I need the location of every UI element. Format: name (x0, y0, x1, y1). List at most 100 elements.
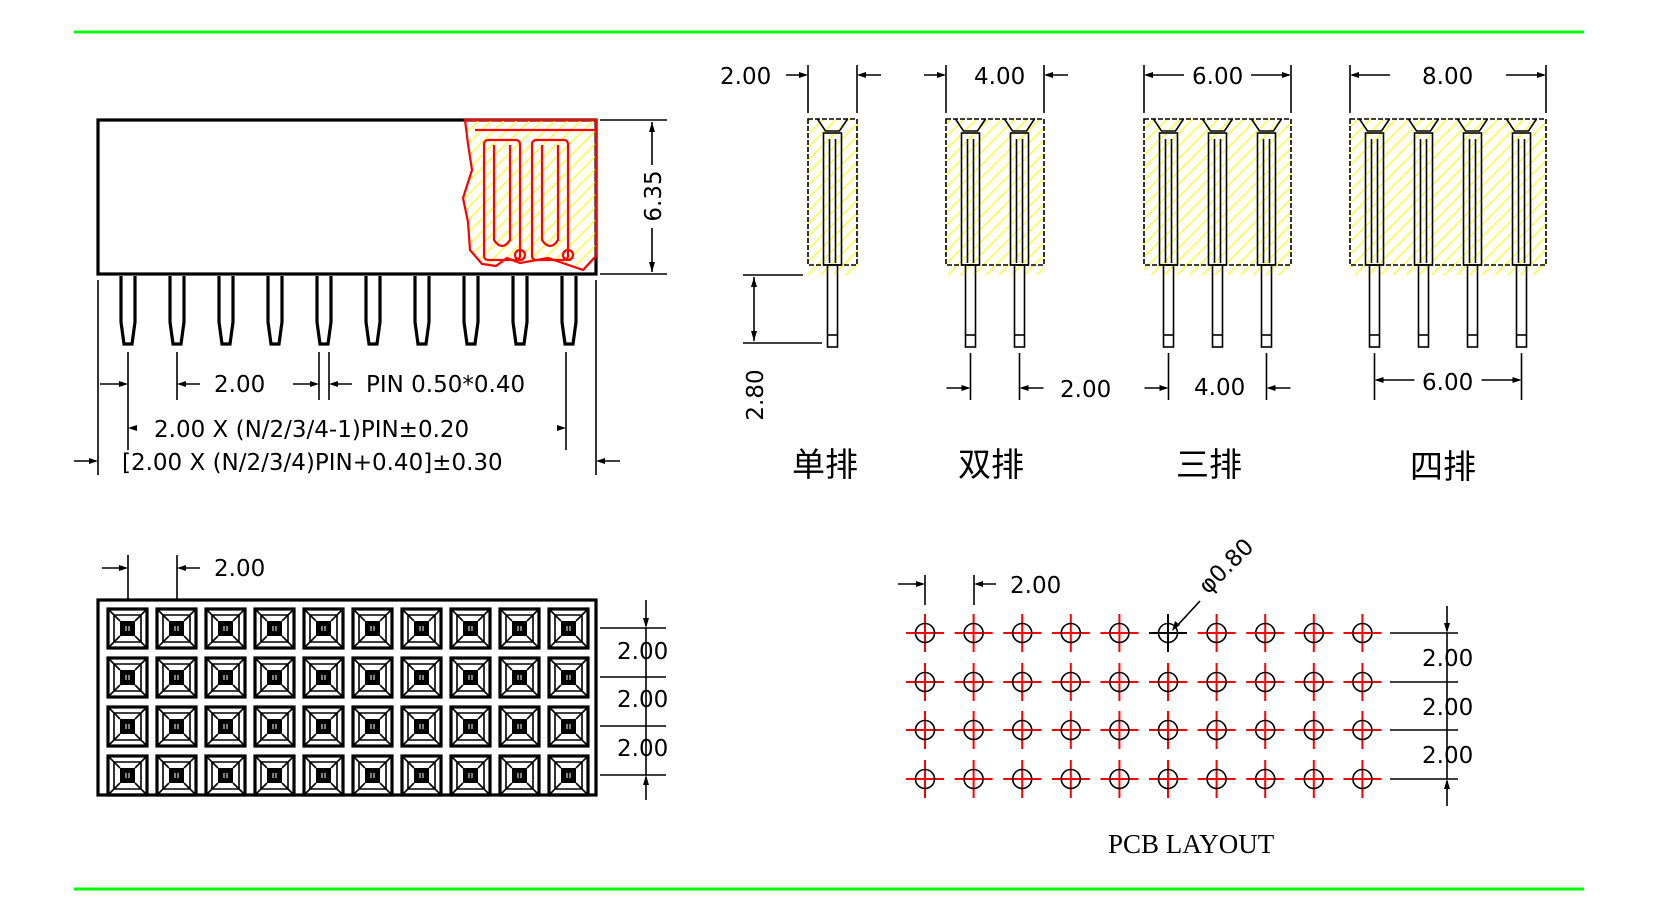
hole-circle (1254, 622, 1276, 644)
socket-contact (517, 773, 522, 778)
pcb-hole (1003, 711, 1042, 749)
pcb-hole (1003, 614, 1042, 652)
pcb-layout-title: PCB LAYOUT (1108, 829, 1275, 859)
socket-contact (419, 724, 424, 729)
hole-circle (963, 768, 984, 790)
hole-circle (1254, 671, 1276, 693)
socket (400, 705, 443, 748)
pcb-hole (1294, 711, 1333, 749)
socket-contact (517, 675, 522, 680)
pin-tail (964, 264, 977, 348)
socket-contact (174, 773, 179, 778)
pcb-hole (1246, 711, 1285, 749)
hole-circle (1303, 719, 1325, 741)
socket-inner (358, 614, 387, 643)
socket-hole (512, 621, 527, 636)
pcb-col-pitch-dim: 2.00 (1010, 573, 1061, 599)
socket (449, 656, 492, 699)
socket-inner (407, 761, 436, 790)
pcb-hole (1294, 614, 1333, 652)
pcb-row-pitch-dim: 2.00 (1422, 743, 1473, 769)
socket (253, 656, 296, 699)
socket-inner (162, 761, 191, 790)
pin-tail (1417, 264, 1430, 348)
socket-contact (370, 773, 375, 778)
quad-row-width-dim: 8.00 (1422, 64, 1473, 90)
housing-outline (1349, 118, 1547, 266)
socket-inner (456, 761, 485, 790)
socket-inner (505, 614, 534, 643)
socket-frame (253, 705, 296, 748)
socket-hole (316, 621, 331, 636)
entry-chamfer (816, 118, 849, 132)
triple-row-pin-pitch-dim: 4.00 (1194, 375, 1245, 401)
hole-circle (1352, 768, 1373, 790)
socket-hole (316, 670, 331, 685)
hole-circle (1060, 768, 1082, 790)
pcb-hole (1003, 663, 1042, 701)
pin (560, 276, 578, 346)
socket-frame (106, 656, 149, 699)
socket-frame (351, 656, 394, 699)
socket-frame (351, 705, 394, 748)
socket-frame (302, 705, 345, 748)
socket-inner (211, 712, 240, 741)
overall-dim-label: [2.00 X (N/2/3/4)PIN+0.40]±0.30 (122, 450, 503, 476)
socket (400, 607, 443, 650)
socket (400, 754, 443, 797)
socket-contact (468, 724, 473, 729)
socket-frame (204, 705, 247, 748)
socket-frame (106, 705, 149, 748)
hole-circle (914, 671, 936, 693)
socket-hole (218, 621, 233, 636)
socket-frame (449, 656, 492, 699)
socket (106, 656, 149, 699)
socket-inner (407, 614, 436, 643)
hole-diameter-dim: φ0.80 (1194, 534, 1259, 599)
socket-frame (400, 656, 443, 699)
socket-hole (512, 768, 527, 783)
socket-inner (309, 712, 338, 741)
socket-inner (554, 614, 583, 643)
hole-circle (1352, 671, 1373, 693)
pcb-hole (1149, 711, 1187, 749)
socket-inner (260, 761, 289, 790)
hole-circle (1109, 719, 1130, 741)
triple-row-label: 三排 (1176, 445, 1242, 484)
socket (106, 754, 149, 797)
socket (547, 607, 590, 650)
socket (351, 607, 394, 650)
socket-hole (267, 719, 282, 734)
socket-frame (253, 607, 296, 650)
pin (168, 276, 186, 346)
socket (253, 607, 296, 650)
socket-hole (120, 768, 135, 783)
socket-frame (351, 754, 394, 797)
socket-hole (365, 719, 380, 734)
pin-tail (1162, 264, 1175, 348)
socket (449, 705, 492, 748)
socket-hole (561, 670, 576, 685)
socket (547, 656, 590, 699)
socket-contact (174, 675, 179, 680)
entry-chamfer (1456, 118, 1489, 132)
pin-tail (1013, 264, 1026, 348)
socket-inner (358, 663, 387, 692)
socket-hole (169, 768, 184, 783)
socket (204, 607, 247, 650)
socket-contact (174, 724, 179, 729)
socket-contact (125, 626, 130, 631)
socket-hole (267, 621, 282, 636)
hole-circle (1060, 719, 1082, 741)
socket (351, 656, 394, 699)
pcb-hole (1197, 614, 1236, 652)
socket (498, 656, 541, 699)
quad-row-label: 四排 (1410, 447, 1476, 486)
socket-hole (512, 670, 527, 685)
socket-hole (120, 621, 135, 636)
pcb-hole (1343, 711, 1382, 749)
hole-circle (1206, 768, 1227, 790)
housing-section (946, 119, 1044, 275)
socket (547, 754, 590, 797)
side-views (743, 65, 1547, 400)
